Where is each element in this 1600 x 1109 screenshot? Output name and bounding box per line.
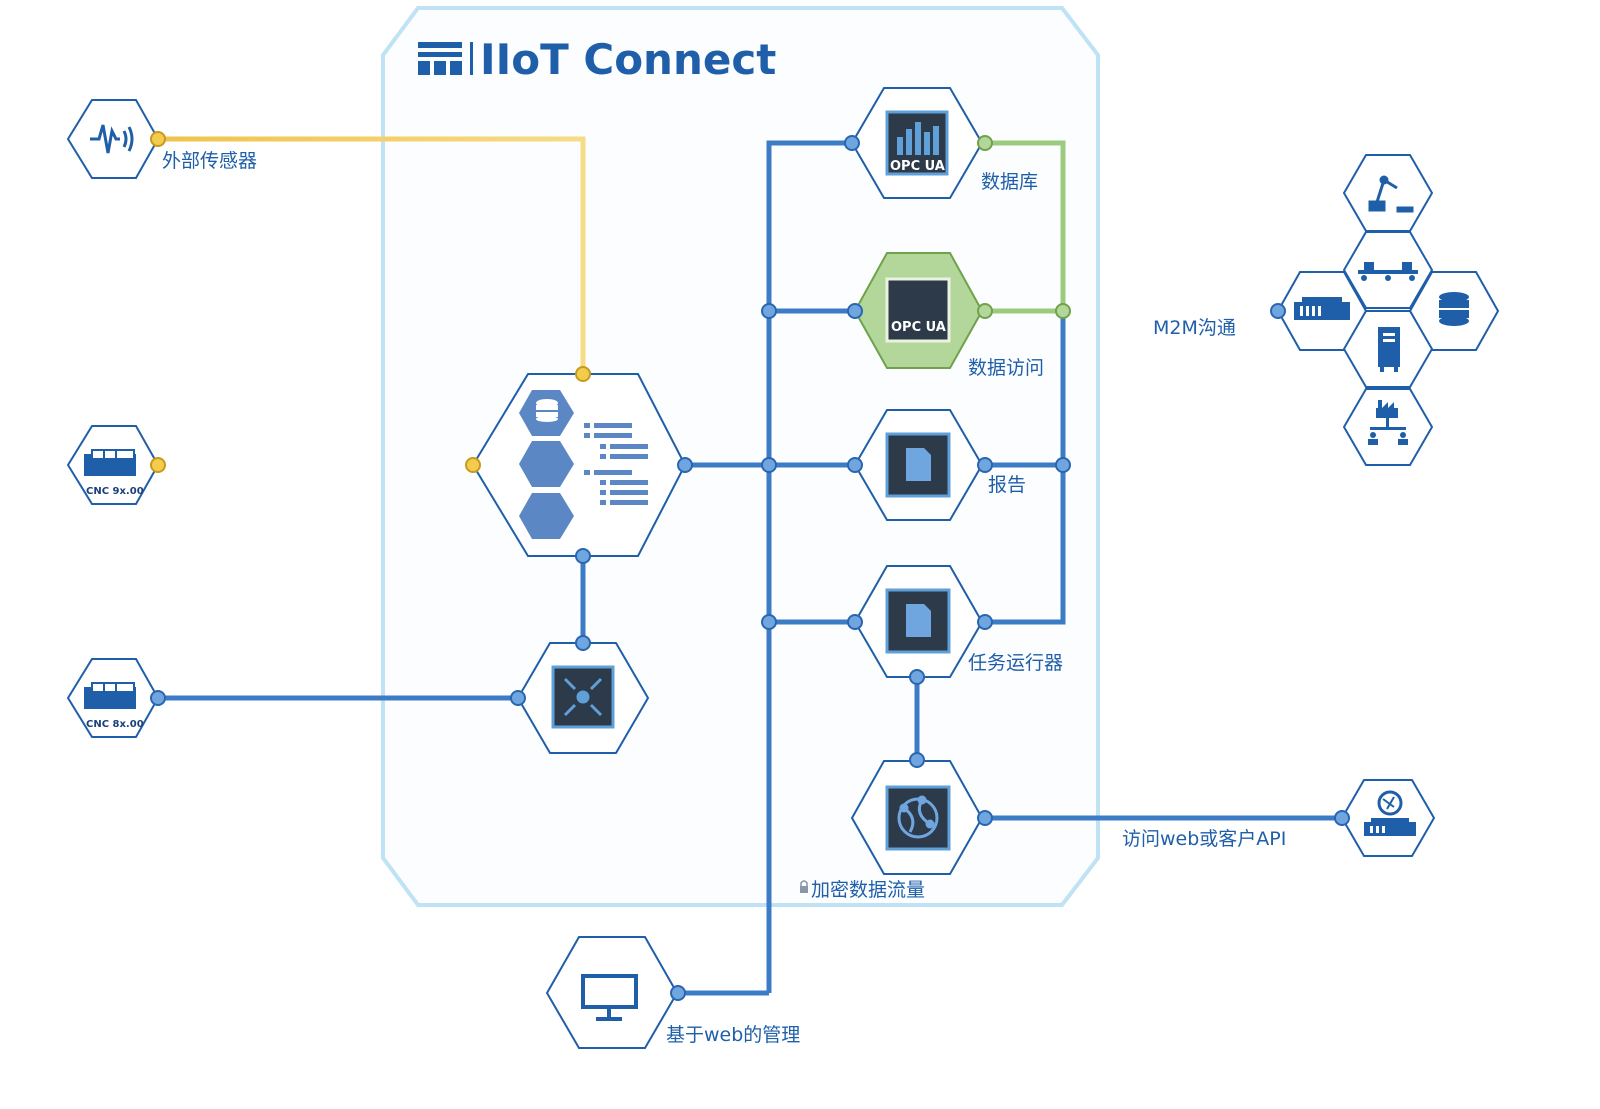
conveyor-icon [1358,262,1418,281]
database-green-line [985,140,1066,311]
connector-dot [977,135,993,151]
database-opc-label: OPC UA [890,159,945,174]
lock-icon [800,880,808,893]
connector-dot [1334,810,1350,826]
bar-chart-icon [897,122,939,155]
connector-dot [150,690,166,706]
server-rack-icon [1294,297,1350,320]
switch-box [551,665,615,729]
hub-cell-middle [519,441,574,487]
hub-cell-bottom [519,493,574,539]
web-service-box [885,785,951,851]
factory-network-icon [1368,400,1408,445]
list-tree-icon [584,423,648,505]
document-icon [906,448,931,481]
sensor-connection-line [158,136,586,374]
connector-dot [575,635,591,651]
connector-dot [909,752,925,768]
cnc-machine-icon [84,682,136,709]
main-vertical-bus [766,140,852,993]
diagram-title: IIoT Connect [480,35,776,84]
connector-dot [761,303,777,319]
monitor-icon [581,974,638,1021]
data-access-opc-label: OPC UA [891,320,946,335]
cnc-9x-label: CNC 9x.00 [86,486,144,497]
encrypted-traffic-label: 加密数据流量 [811,879,925,901]
m2m-robot-arm-node[interactable] [1342,154,1434,232]
database-icon [536,399,558,422]
connector-dot [977,303,993,319]
connector-dot [909,669,925,685]
connector-dot [847,614,863,630]
web-management-node[interactable] [545,936,679,1049]
connector-dot [465,457,481,473]
connector-dot [1270,303,1286,319]
connector-dot [847,457,863,473]
connector-dot [844,135,860,151]
connector-dot [575,548,591,564]
cnc-machine-icon [84,449,136,476]
control-cabinet-icon [1378,327,1400,372]
connector-dot [670,985,686,1001]
task-runner-label: 任务运行器 [968,652,1063,674]
connector-dot [761,457,777,473]
connector-dot [1055,303,1071,319]
database-label: 数据库 [981,171,1038,193]
connector-dot [150,131,166,147]
data-access-opc-box [885,277,951,343]
data-access-label: 数据访问 [968,357,1044,379]
connector-dot [977,457,993,473]
connector-dot [977,810,993,826]
connector-dot [510,690,526,706]
connector-dot [761,614,777,630]
iiot-logo-icon [418,42,473,75]
report-label: 报告 [988,474,1026,496]
web-management-label: 基于web的管理 [666,1024,800,1046]
cnc-8x-label: CNC 8x.00 [86,719,144,730]
client-api-label: 访问web或客户API [1122,828,1286,850]
m2m-label: M2M沟通 [1153,317,1236,339]
connector-dot [847,303,863,319]
connector-dot [677,457,693,473]
connector-dot [150,457,166,473]
right-collector-line [985,311,1066,625]
external-sensor-node[interactable] [66,99,160,179]
arrows-collapse-icon [563,677,603,717]
robot-arm-icon [1368,175,1414,213]
connector-dot [1055,457,1071,473]
globe-server-icon [1364,790,1416,836]
database-icon [1439,292,1469,326]
document-icon [906,604,931,637]
connector-dot [575,366,591,382]
external-sensor-label: 外部传感器 [162,150,257,172]
waveform-signal-icon [90,124,134,154]
globe-network-icon [897,795,939,839]
connector-dot [977,614,993,630]
